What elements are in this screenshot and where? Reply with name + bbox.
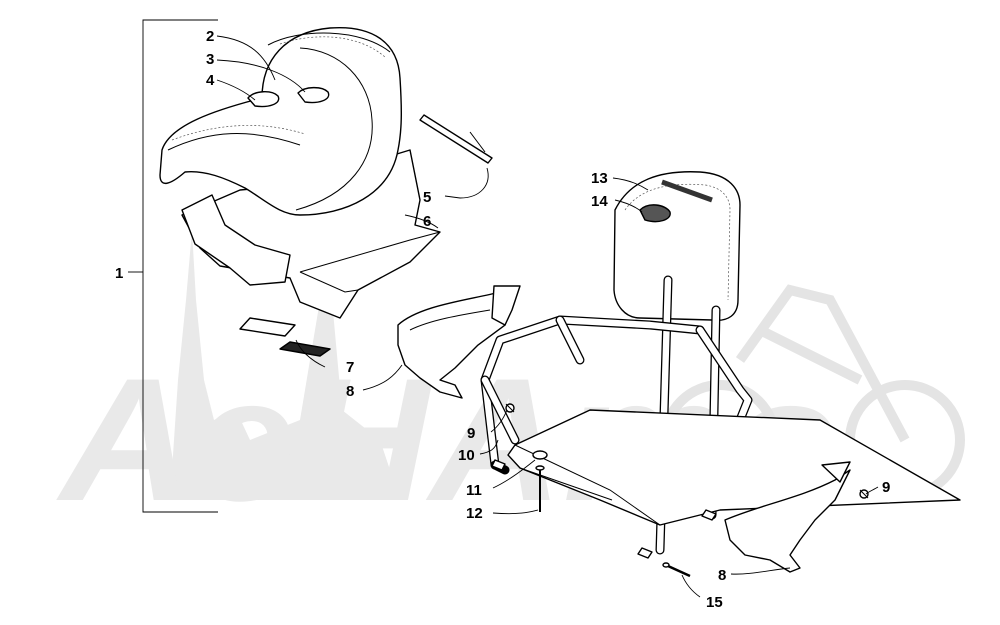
- backrest-logo: [661, 179, 713, 203]
- callout-8-right: 8: [718, 567, 726, 584]
- callout-9-left: 9: [467, 425, 475, 442]
- callout-6: 6: [423, 213, 431, 230]
- bolt-12: [535, 465, 545, 512]
- pin-15: [662, 562, 691, 578]
- callout-11: 11: [466, 482, 482, 499]
- callout-5: 5: [423, 189, 431, 206]
- callout-15: 15: [706, 594, 723, 611]
- watermark-skyline: [170, 180, 400, 500]
- callout-1: 1: [115, 265, 123, 282]
- rack-frame: [480, 275, 961, 559]
- assembly-bracket: [128, 19, 218, 513]
- backrest-emblem: [639, 204, 671, 223]
- screw-9-right: [859, 489, 869, 499]
- side-shield-left: [397, 285, 521, 399]
- seat-pod: [181, 194, 291, 286]
- callout-8-left: 8: [346, 383, 354, 400]
- side-shield-right: [724, 461, 851, 573]
- callout-2: 2: [206, 28, 214, 45]
- callout-14: 14: [591, 193, 608, 210]
- callout-labels: 1 2 3 4 5 6 7 8 8 9 9 10 11 12 13 14 15: [115, 28, 890, 611]
- callout-13: 13: [591, 170, 608, 187]
- grab-handle-4: [247, 91, 280, 108]
- seat-cushion: [159, 26, 403, 216]
- callout-4: 4: [206, 72, 215, 89]
- washer-11: [532, 450, 548, 460]
- leader-lines: [216, 35, 879, 598]
- hardware: [505, 403, 869, 578]
- callout-7: 7: [346, 359, 354, 376]
- callout-10: 10: [458, 447, 475, 464]
- callout-12: 12: [466, 505, 483, 522]
- callout-9-right: 9: [882, 479, 890, 496]
- screw-9-left: [505, 403, 515, 413]
- grab-handle-3: [297, 86, 330, 104]
- decal-pad-dark: [279, 341, 331, 357]
- decal-pads: [239, 317, 331, 357]
- callout-3: 3: [206, 51, 214, 68]
- seat-strap: [419, 114, 493, 164]
- backrest: [613, 171, 741, 322]
- seat-assembly: [159, 26, 441, 319]
